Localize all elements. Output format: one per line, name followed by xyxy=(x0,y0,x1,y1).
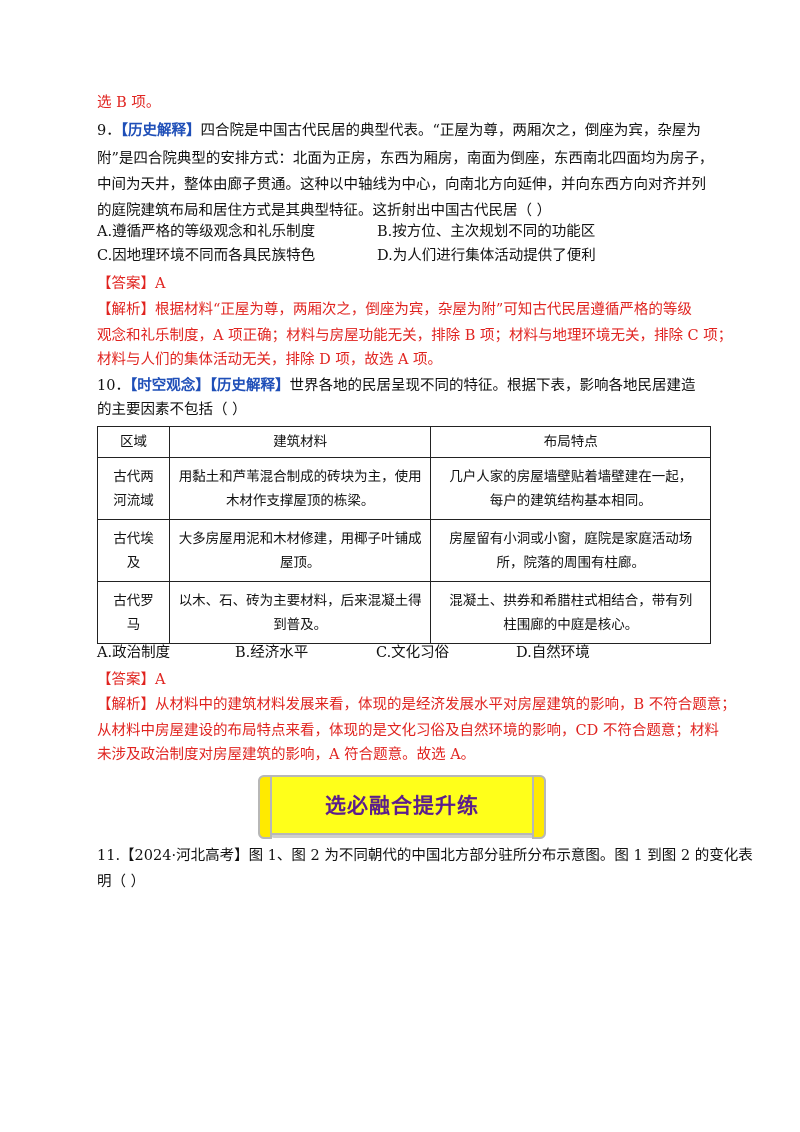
housing-table: 区域 建筑材料 布局特点 古代两河流域 用黏土和芦苇混合制成的砖块为主，使用木材… xyxy=(97,426,711,644)
q10-analysis-line1: 【解析】从材料中的建筑材料发展来看，体现的是经济发展水平对房屋建筑的影响，B 不… xyxy=(97,695,736,715)
q10-analysis-text1: 从材料中的建筑材料发展来看，体现的是经济发展水平对房屋建筑的影响，B 不符合题意… xyxy=(155,697,736,713)
q9-option-b: B.按方位、主次规划不同的功能区 xyxy=(377,224,596,240)
q10-answer: 【答案】A xyxy=(97,670,709,690)
q9-option-d: D.为人们进行集体活动提供了便利 xyxy=(377,248,596,264)
q9-stem-line4: 的庭院建筑布局和居住方式是其典型特征。这折射出中国古代民居（ ） xyxy=(97,203,552,219)
q10-stem-line2: 的主要因素不包括（ ） xyxy=(97,402,247,418)
q10-option-a: A.政治制度 xyxy=(97,645,171,661)
header-layout: 布局特点 xyxy=(430,426,711,458)
header-region: 区域 xyxy=(97,426,170,458)
q9-option-c: C.因地理环境不同而各具民族特色 xyxy=(97,248,316,264)
q10-option-d: D.自然环境 xyxy=(516,645,590,661)
q10-answer-label: 【答案】 xyxy=(97,672,155,688)
q9-analysis-line2: 观念和礼乐制度，A 项正确；材料与房屋功能无关，排除 B 项；材料与地理环境无关… xyxy=(97,328,733,344)
cell-material: 大多房屋用泥和木材修建，用椰子叶铺成屋顶。 xyxy=(168,519,432,582)
header-material: 建筑材料 xyxy=(168,426,432,458)
q10-answer-value: A xyxy=(155,672,166,688)
q10-option-c: C.文化习俗 xyxy=(376,645,450,661)
q11-stem-line2: 明（ ） xyxy=(97,874,146,890)
q10-analysis-line3: 未涉及政治制度对房屋建筑的影响，A 符合题意。故选 A。 xyxy=(97,747,476,763)
q9-analysis-text1: 根据材料“正屋为尊，两厢次之，倒座为宾，杂屋为附”可知古代民居遵循严格的等级 xyxy=(155,302,692,318)
q10-number: 10． xyxy=(97,378,130,394)
q10-analysis-label: 【解析】 xyxy=(97,697,155,713)
table-row: 古代埃及 大多房屋用泥和木材修建，用椰子叶铺成屋顶。 房屋留有小洞或小窗，庭院是… xyxy=(97,519,711,582)
q10-stem-line1: 10．【时空观念】【历史解释】世界各地的民居呈现不同的特征。根据下表，影响各地民… xyxy=(97,376,709,396)
q10-option-b: B.经济水平 xyxy=(235,645,309,661)
cell-region: 古代罗马 xyxy=(97,581,170,644)
cell-layout: 混凝土、拱券和希腊柱式相结合，带有列柱围廊的中庭是核心。 xyxy=(430,581,711,644)
banner-scroll-left xyxy=(258,775,272,839)
q9-answer: 【答案】A xyxy=(97,274,709,294)
q9-stem-line3: 中间为天井，整体由廊子贯通。这种以中轴线为中心，向南北方向延伸，并向东西方向对齐… xyxy=(97,177,706,193)
q9-stem-line2: 附”是四合院典型的安排方式：北面为正房，东西为厢房，南面为倒座，东西南北四面均为… xyxy=(97,151,714,167)
q10-tag-2: 【历史解释】 xyxy=(209,377,290,394)
cell-material: 以木、石、砖为主要材料，后来混凝土得到普及。 xyxy=(168,581,432,644)
q9-number: 9． xyxy=(97,123,121,139)
q9-answer-label: 【答案】 xyxy=(97,276,155,292)
q9-answer-value: A xyxy=(155,276,166,292)
q9-stem-line1: 9．【历史解释】四合院是中国古代民居的典型代表。“正屋为尊，两厢次之，倒座为宾，… xyxy=(97,121,709,141)
cell-material: 用黏土和芦苇混合制成的砖块为主，使用木材作支撑屋顶的栋梁。 xyxy=(168,457,432,520)
cell-layout: 房屋留有小洞或小窗，庭院是家庭活动场所，院落的周围有柱廊。 xyxy=(430,519,711,582)
section-banner: 选必融合提升练 xyxy=(258,775,546,839)
q10-text1: 世界各地的民居呈现不同的特征。根据下表，影响各地民居建造 xyxy=(289,378,696,394)
q9-option-a: A.遵循严格的等级观念和礼乐制度 xyxy=(97,224,316,240)
cell-region: 古代两河流域 xyxy=(97,457,170,520)
cell-layout: 几户人家的房屋墙壁贴着墙壁建在一起，每户的建筑结构基本相同。 xyxy=(430,457,711,520)
table-header-row: 区域 建筑材料 布局特点 xyxy=(97,426,711,458)
q10-analysis-line2: 从材料中房屋建设的布局特点来看，体现的是文化习俗及自然环境的影响，CD 不符合题… xyxy=(97,723,719,739)
q11-stem-line1: 11.【2024·河北高考】图 1、图 2 为不同朝代的中国北方部分驻所分布示意… xyxy=(97,848,753,864)
banner-title: 选必融合提升练 xyxy=(325,794,479,818)
q10-tag-1: 【时空观念】 xyxy=(129,377,210,394)
q9-analysis-line1: 【解析】根据材料“正屋为尊，两厢次之，倒座为宾，杂屋为附”可知古代民居遵循严格的… xyxy=(97,300,709,320)
table-row: 古代罗马 以木、石、砖为主要材料，后来混凝土得到普及。 混凝土、拱券和希腊柱式相… xyxy=(97,581,711,644)
q9-text1: 四合院是中国古代民居的典型代表。“正屋为尊，两厢次之，倒座为宾，杂屋为 xyxy=(200,123,701,139)
banner-scroll-right xyxy=(532,775,546,839)
q9-tag: 【历史解释】 xyxy=(120,122,201,139)
q8-answer-tail: 选 B 项。 xyxy=(97,95,161,111)
q9-analysis-label: 【解析】 xyxy=(97,302,155,318)
table-row: 古代两河流域 用黏土和芦苇混合制成的砖块为主，使用木材作支撑屋顶的栋梁。 几户人… xyxy=(97,457,711,520)
q9-analysis-line3: 材料与人们的集体活动无关，排除 D 项，故选 A 项。 xyxy=(97,352,443,368)
cell-region: 古代埃及 xyxy=(97,519,170,582)
